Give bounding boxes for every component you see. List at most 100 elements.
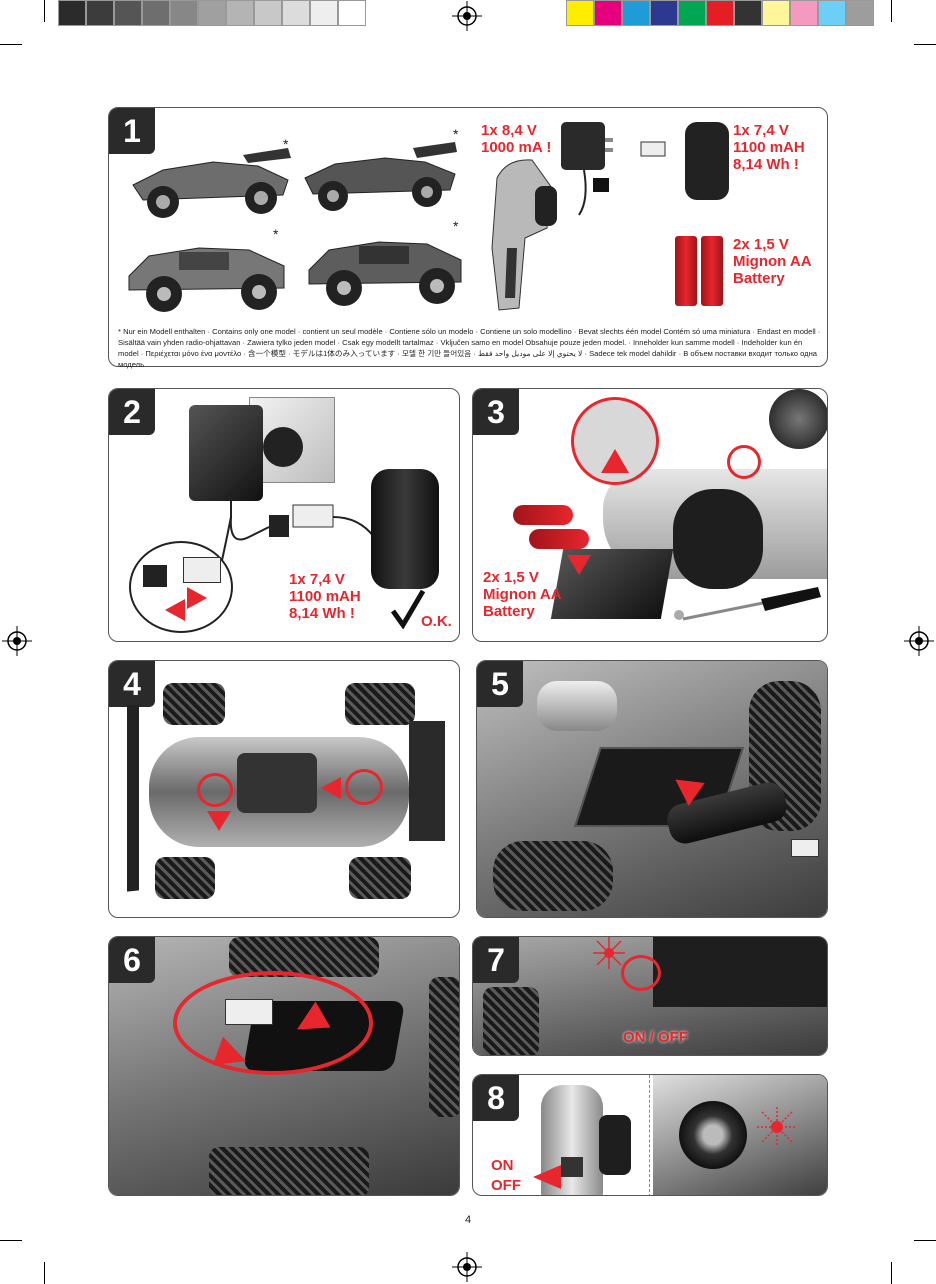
aa-battery-image — [701, 236, 723, 306]
color-swatch — [818, 0, 846, 26]
tire-image — [345, 683, 415, 725]
aa-battery-word: Battery — [483, 603, 535, 620]
color-swatch — [594, 0, 622, 26]
registration-mark-left — [2, 626, 32, 656]
tire-image — [429, 977, 459, 1117]
crop-mark — [0, 1240, 22, 1241]
aa-quantity: 2x 1,5 V — [733, 236, 789, 253]
latch-highlight-circle — [727, 445, 761, 479]
tire-image — [483, 987, 539, 1055]
on-label: ON — [491, 1157, 514, 1174]
charger-spec-label: 1x 8,4 V 1000 mA ! — [481, 122, 551, 156]
battery-spec-label: 1x 7,4 V 1100 mAH 8,14 Wh ! — [289, 571, 361, 622]
battery-voltage: 1x 7,4 V — [733, 122, 789, 139]
color-swatch — [706, 0, 734, 26]
insert-arrow-down — [567, 555, 591, 575]
aa-quantity: 2x 1,5 V — [483, 569, 539, 586]
controller-wheel-side — [599, 1115, 631, 1175]
gray-swatch — [142, 0, 170, 26]
color-control-bar — [566, 0, 874, 26]
battery-energy: 8,14 Wh ! — [733, 156, 799, 173]
front-bumper-image — [409, 721, 445, 841]
switch-on-arrow — [533, 1165, 561, 1189]
crop-mark — [0, 44, 22, 45]
step-number: 3 — [473, 389, 519, 435]
step-7-panel: 7 ON / OFF — [472, 936, 828, 1056]
asterisk: * — [283, 136, 289, 152]
off-label: OFF — [491, 1177, 521, 1194]
charger-image — [189, 405, 263, 501]
tire-image — [163, 683, 225, 725]
aa-battery-label: 2x 1,5 V Mignon AA Battery — [483, 569, 562, 620]
gray-swatch — [170, 0, 198, 26]
connect-arrow-right — [187, 587, 207, 609]
press-arrow-up — [601, 449, 629, 473]
tire-image — [493, 841, 613, 911]
gray-swatch — [86, 0, 114, 26]
charger-image — [561, 122, 666, 216]
step-number: 5 — [477, 661, 523, 707]
tire-image — [349, 857, 411, 899]
connector-zoom-circle — [129, 541, 233, 633]
color-swatch — [846, 0, 874, 26]
gray-swatch — [338, 0, 366, 26]
connection-highlight-circle — [173, 971, 373, 1075]
plug-connector — [143, 565, 167, 587]
body-clip-highlight-front — [345, 769, 383, 805]
gray-swatch — [58, 0, 86, 26]
socket-connector — [183, 557, 221, 583]
led-light-icon — [757, 1107, 797, 1147]
crop-mark — [891, 0, 892, 22]
aa-battery-image — [675, 236, 697, 306]
step-number: 7 — [473, 937, 519, 983]
step-number: 2 — [109, 389, 155, 435]
buggy-car-image-1 — [132, 148, 291, 218]
step-6-panel: 6 — [108, 936, 460, 1196]
power-switch[interactable] — [561, 1157, 583, 1177]
crop-mark — [914, 1240, 936, 1241]
crop-mark — [891, 1262, 892, 1284]
step-3-panel: 3 2x 1,5 V Mignon AA Battery — [472, 388, 828, 642]
battery-bay-image — [653, 937, 827, 1007]
asterisk: * — [273, 226, 279, 242]
registration-mark-top — [452, 1, 482, 31]
remove-arrow-down — [207, 811, 231, 831]
color-swatch — [790, 0, 818, 26]
single-model-footnote: * Nur ein Modell enthalten · Contains on… — [118, 327, 821, 369]
aa-battery-label: 2x 1,5 V Mignon AA Battery — [733, 236, 812, 287]
color-swatch — [622, 0, 650, 26]
remove-arrow-left — [321, 777, 341, 799]
steering-wheel-image — [769, 389, 827, 449]
battery-capacity: 1100 mAH — [289, 588, 361, 605]
color-swatch — [734, 0, 762, 26]
gray-swatch — [310, 0, 338, 26]
tire-image — [229, 937, 379, 977]
step-2-panel: 2 1x 7,4 V 1100 mAH 8,14 Wh ! O.K. — [108, 388, 460, 642]
step-number: 8 — [473, 1075, 519, 1121]
asterisk: * — [453, 218, 459, 234]
rear-wing-image — [127, 704, 139, 892]
battery-pack-image — [371, 469, 439, 589]
asterisk: * — [453, 126, 459, 142]
color-swatch — [762, 0, 790, 26]
step-number: 1 — [109, 108, 155, 154]
registration-mark-right — [904, 626, 934, 656]
gray-swatch — [282, 0, 310, 26]
gray-swatch — [226, 0, 254, 26]
charger-plug — [263, 427, 303, 467]
aa-type: Mignon AA — [483, 586, 562, 603]
gray-swatch — [198, 0, 226, 26]
battery-connector — [791, 839, 819, 857]
step-number: 4 — [109, 661, 155, 707]
buggy-car-image-2 — [304, 142, 457, 211]
step-number: 6 — [109, 937, 155, 983]
on-off-switch-label: ON / OFF — [623, 1029, 688, 1046]
battery-pack-image — [685, 122, 729, 200]
connect-arrow-left — [165, 599, 185, 621]
charger-voltage: 1x 8,4 V — [481, 122, 537, 139]
controller-grip-image — [673, 489, 763, 589]
page-number: 4 — [464, 1214, 472, 1226]
motor-image — [537, 681, 617, 731]
divider-line — [649, 1075, 650, 1195]
aa-battery-word: Battery — [733, 270, 785, 287]
